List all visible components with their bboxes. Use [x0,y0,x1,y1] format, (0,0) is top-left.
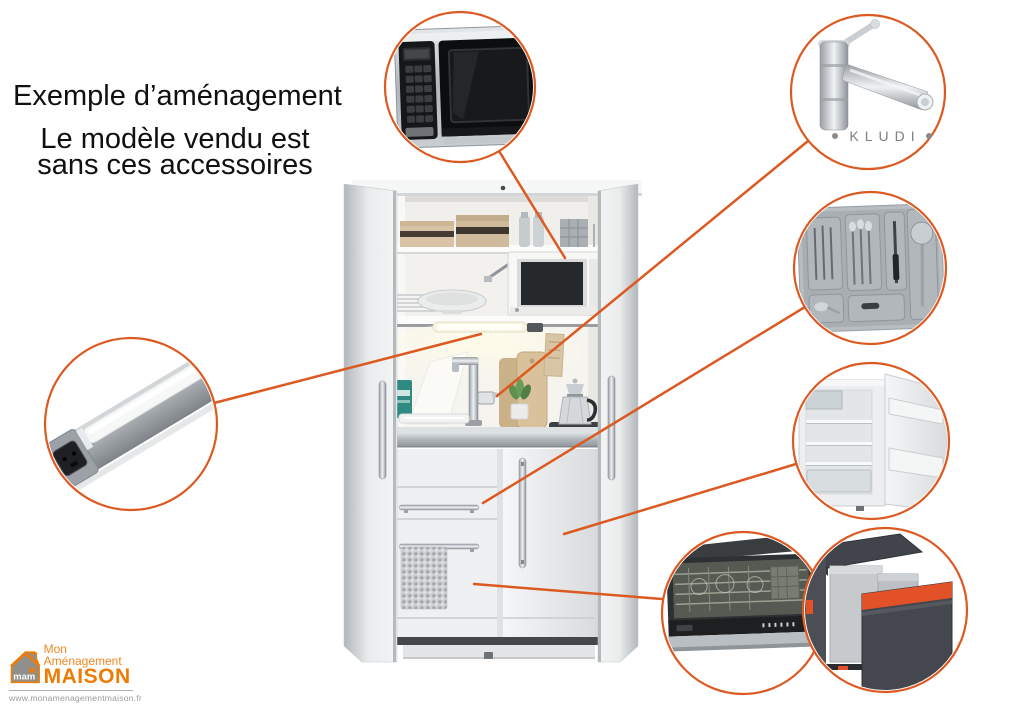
cabinet-top-rail [352,180,642,196]
shelf-board-lower [397,316,598,324]
connector-fridge [562,462,798,536]
open-door-right [597,183,639,663]
drying-tray [398,413,470,424]
brand-dot-right [926,133,932,139]
logo-divider [9,690,133,691]
microwave-photo [393,24,533,149]
door-knob [500,185,506,191]
stainless-countertop [379,427,619,448]
storage-boxes [400,215,509,247]
open-door-left [343,183,398,663]
connector-microwave [497,149,567,260]
drawer-handle-upper [398,504,480,513]
logo-monogram: mam [13,672,35,683]
callout-microwave [383,10,537,164]
page-subtitle: Le modèle vendu est sans ces accessoires [25,123,325,181]
cabinet-foot [484,652,493,659]
kludi-brand-text: KLUDI [849,128,920,144]
dish-soap-bottle [395,380,412,418]
logo-url: www.monamenagementmaison.fr [9,693,142,703]
kludi-brand-mark: KLUDI [832,128,932,144]
callout-dishwasher [660,530,826,696]
logo-line-1: Mon Aménagement [43,642,122,668]
house-window [29,667,35,673]
built-in-microwave [484,251,604,316]
logo-line-2: MAISON [43,665,131,688]
callout-fridge [791,361,951,521]
connector-dishwasher [472,582,664,601]
house-logo-icon: mam [9,651,41,684]
fridge-photo [798,373,947,513]
potted-plant [509,379,531,420]
connector-light [212,332,483,405]
left-door-handle [378,380,387,480]
right-door-handle [607,375,616,481]
serving-bowl [417,289,487,314]
shelf-board-upper [397,245,598,252]
faucet-photo [818,19,934,131]
dishwasher-photo [664,534,822,652]
brand-dot-left [832,133,838,139]
callout-cutlery-drawer [792,190,948,346]
cutlery-drawer-photo [796,203,944,333]
house-roof [9,651,41,666]
callout-connectors [212,139,810,601]
bottles-and-basket [519,212,601,247]
house-chimney [31,652,38,662]
connector-cutlery [481,305,807,505]
under-cabinet-light-photo [47,356,215,496]
connector-faucet [495,139,810,398]
callout-kludi-faucet: KLUDI [789,13,947,171]
subtitle-line-2: sans ces accessoires [37,149,313,181]
kitchen-cabinet [343,180,642,663]
page-title: Exemple d’aménagement [13,80,342,112]
cabinet-interior [380,196,605,434]
callout-under-cabinet-light [43,336,219,512]
lower-cabinet [397,449,598,659]
plinth [397,637,598,645]
callout-waste-bins [801,526,969,694]
integrated-fridge-door [503,449,598,637]
site-logo: mam Mon Aménagement MAISON www.monamenag… [9,642,142,703]
fridge-door-handle [518,457,527,569]
hanging-towel [400,546,448,610]
subtitle-line-1: Le modèle vendu est [40,123,310,155]
